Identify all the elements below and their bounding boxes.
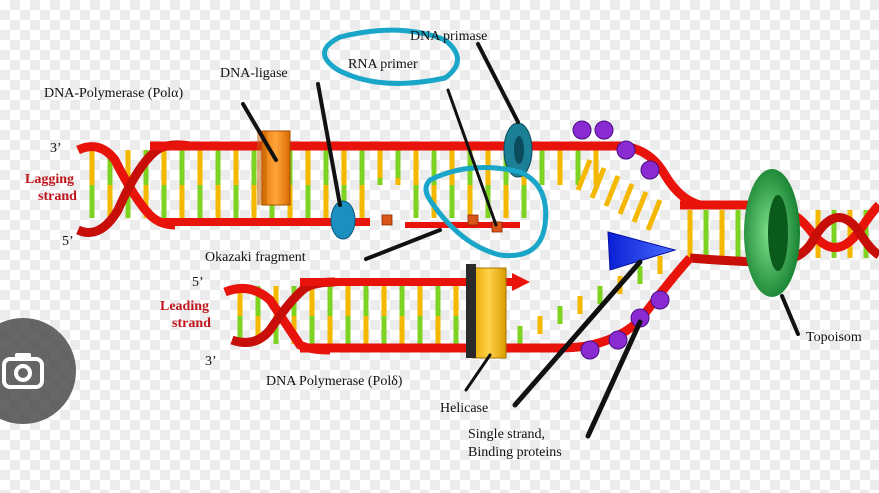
label-leading-5prime: 5’ (192, 275, 204, 290)
dna-polymerase-alpha (257, 130, 291, 206)
topoisomerase (744, 169, 800, 297)
label-ssb-1: Single strand, (468, 427, 545, 442)
base-pair (645, 199, 663, 231)
label-lagging-strand-1: Lagging (25, 172, 74, 187)
dna-polymerase-delta (466, 264, 507, 359)
lens-search-button[interactable] (0, 318, 76, 424)
base-pair (631, 191, 649, 223)
label-okazaki-fragment: Okazaki fragment (205, 250, 306, 265)
label-dna-polymerase-delta: DNA Polymerase (Polδ) (266, 374, 403, 389)
helicase (607, 231, 677, 271)
pointer-lines (241, 42, 800, 439)
base-pair (617, 183, 635, 215)
label-dna-ligase: DNA-ligase (220, 66, 288, 81)
label-lagging-strand-2: strand (38, 189, 77, 204)
ssb-protein (572, 120, 592, 140)
ssb-protein (608, 330, 628, 350)
annotation-circle-primers (423, 165, 549, 259)
ssb-protein (640, 160, 660, 180)
label-helicase: Helicase (440, 401, 488, 416)
leading-fork-bases (517, 256, 663, 344)
label-leading-strand-2: strand (172, 316, 211, 331)
camera-search-icon (2, 353, 44, 389)
label-ssb-2: Binding proteins (468, 445, 562, 460)
lagging-template-backbone (150, 141, 702, 210)
dna-ligase (330, 200, 356, 240)
leading-base-pairs (237, 286, 459, 344)
label-dna-polymerase-alpha: DNA-Polymerase (Polα) (44, 86, 183, 101)
label-lagging-5prime: 5’ (62, 234, 74, 249)
label-rna-primer: RNA primer (348, 57, 418, 72)
label-dna-primase: DNA primase (410, 29, 487, 44)
primase-hole (514, 136, 524, 164)
base-pair (575, 159, 593, 191)
ssb-protein (580, 340, 600, 360)
rna-primers (381, 214, 503, 233)
label-leading-3prime: 3’ (205, 354, 217, 369)
label-topoisomerase: Topoisom (806, 330, 862, 345)
base-pair (603, 175, 621, 207)
ssb-protein (650, 290, 670, 310)
base-pair (589, 167, 607, 199)
ssb-protein (594, 120, 614, 140)
label-lagging-3prime: 3’ (50, 141, 62, 156)
leading-arrowhead (512, 273, 530, 291)
single-strand-binding-proteins (572, 120, 670, 360)
parental-backbone-a (680, 200, 879, 252)
ssb-protein (616, 140, 636, 160)
annotation-circle-rna-primer (322, 27, 460, 86)
label-leading-strand-1: Leading (160, 299, 209, 314)
